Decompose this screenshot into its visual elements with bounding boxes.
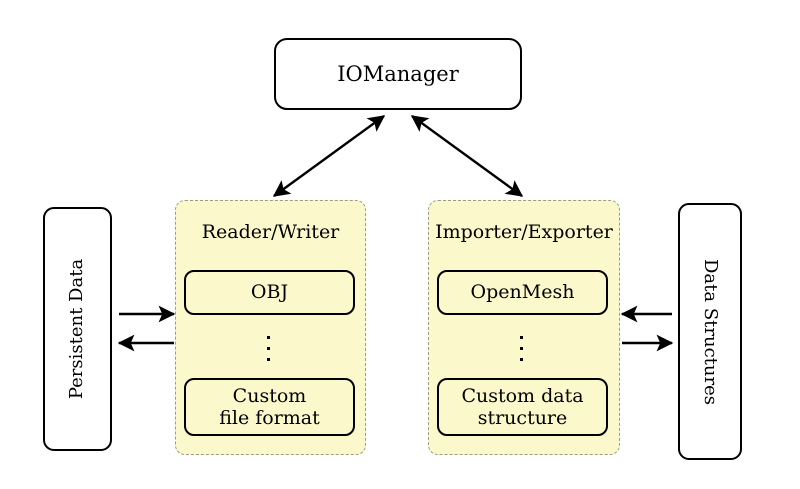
box-obj-label: OBJ [250,281,289,304]
box-openmesh[interactable]: OpenMesh [437,270,608,315]
panel-reader-writer-title: Reader/Writer [201,221,340,243]
ellipsis-dot [267,357,271,361]
box-custom-file-format-label-line1: Custom [232,384,307,407]
panel-importer-exporter-title: Importer/Exporter [435,221,613,243]
box-custom-file-format[interactable]: Custom file format [184,378,355,436]
box-obj[interactable]: OBJ [184,270,355,315]
node-persistent-data[interactable]: Persistent Data [43,207,112,451]
ellipsis-dot [520,357,524,361]
ellipsis-dot [520,346,524,351]
connector-manager-importerexporter [410,115,524,197]
ellipsis-dot [267,336,271,340]
node-io-manager[interactable]: IOManager [274,38,522,110]
box-custom-data-structure-label-line1: Custom data [461,384,584,407]
box-openmesh-label: OpenMesh [470,281,575,304]
node-data-structures[interactable]: Data Structures [678,203,742,460]
box-custom-file-format-label-line2: file format [219,407,320,429]
persistent-data-label: Persistent Data [66,258,88,400]
box-custom-data-structure[interactable]: Custom data structure [437,378,608,436]
vertical-ellipsis-icon-right [520,336,524,361]
ellipsis-dot [267,346,271,351]
io-manager-label: IOManager [337,62,459,86]
connector-manager-readerwriter [272,115,386,197]
box-custom-data-structure-label-line2: structure [477,407,568,429]
ellipsis-dot [520,336,524,340]
data-structures-label: Data Structures [700,258,722,405]
vertical-ellipsis-icon-left [267,336,271,361]
